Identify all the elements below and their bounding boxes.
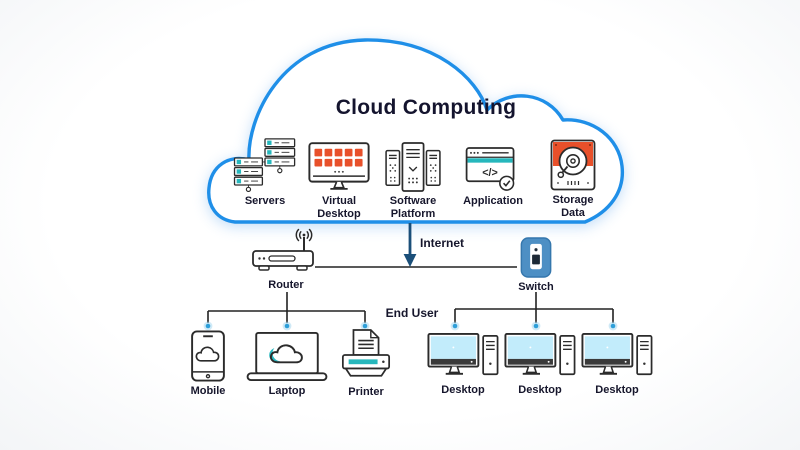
code-glyph: </> [482, 167, 498, 179]
printer-icon [341, 329, 391, 377]
diagram-title: Cloud Computing [335, 96, 517, 119]
application-icon: </> [465, 147, 515, 191]
internet-label: Internet [420, 236, 465, 250]
laptop-label: Laptop [268, 385, 306, 397]
node-switch: Switch [506, 237, 566, 294]
virtual-desktop-icon [308, 142, 370, 190]
storage-data-icon [550, 139, 596, 191]
software-platform-icon [385, 142, 441, 192]
printer-label: Printer [348, 386, 384, 398]
router-label: Router [268, 279, 304, 291]
switch-label: Switch [518, 281, 554, 293]
software-platform-label: Software Platform [389, 195, 437, 220]
desktop-icon [504, 333, 576, 376]
node-desktop-1: Desktop [426, 333, 500, 397]
mobile-label: Mobile [190, 385, 226, 397]
node-servers: Servers [226, 138, 304, 208]
laptop-icon [246, 332, 328, 382]
desktop-icon [581, 333, 653, 376]
connection-dots [203, 321, 618, 331]
node-software-platform: Software Platform [384, 142, 442, 221]
desktop-label: Desktop [518, 384, 562, 396]
storage-data-label: Storage Data [552, 194, 594, 219]
desktop-icon [427, 333, 499, 376]
network-links [207, 266, 614, 323]
application-label: Application [463, 195, 523, 207]
switch-icon [520, 237, 552, 278]
router-icon [252, 228, 314, 271]
desktop-label: Desktop [595, 384, 639, 396]
servers-label: Servers [244, 195, 286, 207]
end-user-label: End User [385, 306, 439, 320]
node-mobile: Mobile [168, 330, 248, 398]
node-desktop-2: Desktop [503, 333, 577, 397]
internet-arrow [403, 223, 417, 267]
node-desktop-3: Desktop [580, 333, 654, 397]
node-laptop: Laptop [245, 332, 329, 398]
node-printer: Printer [326, 329, 406, 399]
virtual-desktop-label: Virtual Desktop [317, 195, 361, 220]
node-router: Router [252, 226, 320, 292]
desktop-label: Desktop [441, 384, 485, 396]
node-application: </> Application [463, 147, 523, 208]
servers-icon [233, 138, 296, 192]
node-virtual-desktop: Virtual Desktop [307, 142, 371, 221]
mobile-icon [191, 330, 225, 382]
node-storage-data: Storage Data [548, 139, 598, 220]
